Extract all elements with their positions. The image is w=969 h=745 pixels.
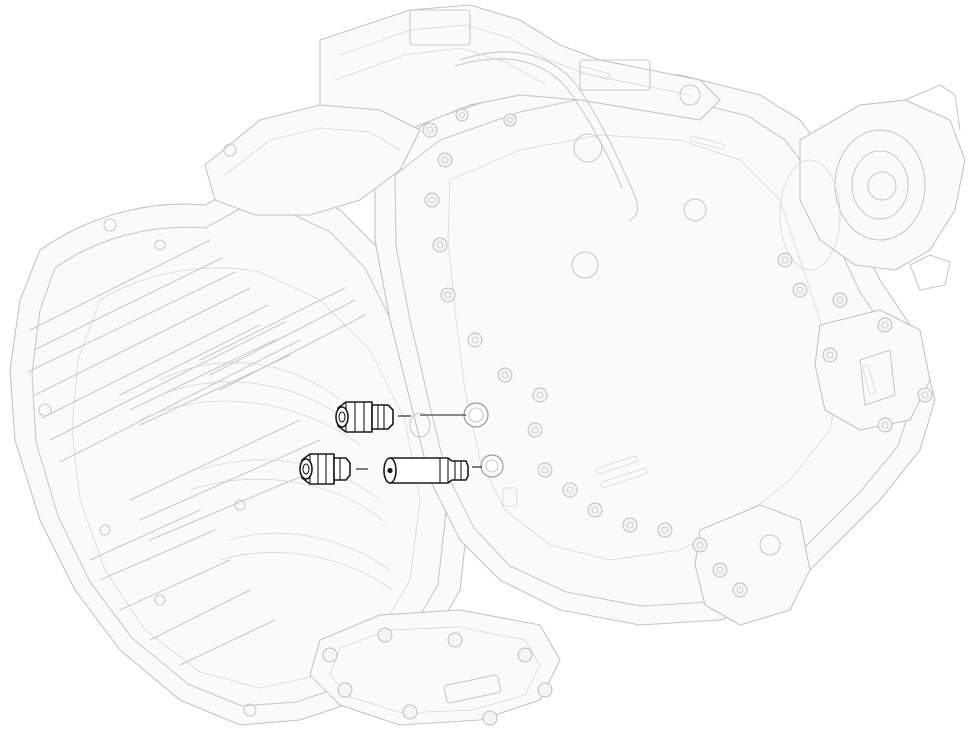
top-module-detail	[339, 24, 691, 96]
flange-bolts	[422, 108, 933, 598]
bell-housing-ribs	[27, 239, 366, 666]
exploded-parts	[299, 401, 482, 485]
oil-pan-bolts	[322, 627, 553, 726]
transmission-housing	[9, 4, 966, 726]
bell-housing-arcs	[139, 362, 393, 591]
upper-left-detail	[224, 127, 401, 176]
mount-port-upper	[463, 402, 489, 428]
case-port-mid	[571, 251, 599, 279]
side-cover-plate	[814, 309, 931, 431]
top-module-block	[409, 9, 471, 46]
output-yoke	[779, 84, 966, 291]
wiring-harness	[459, 51, 639, 221]
case-port-lower	[409, 412, 431, 438]
bell-housing-rim	[31, 205, 448, 707]
mount-port-lower-inner	[485, 459, 499, 473]
side-cover-label-band	[859, 349, 896, 406]
upper-left-housing	[204, 104, 421, 216]
top-module-block-2	[579, 59, 651, 91]
lower-right-bracket	[694, 504, 811, 626]
oil-pan-plate	[443, 674, 502, 704]
bell-housing-holes	[38, 143, 257, 717]
mount-port-upper-inner	[468, 407, 484, 423]
case-port-top-right	[679, 84, 701, 106]
wiring-harness-2	[454, 58, 623, 189]
fitting-upper	[335, 401, 394, 433]
case-port-upper	[573, 133, 603, 163]
case-port-right	[683, 198, 707, 222]
adapter-sleeve	[383, 457, 469, 484]
oil-pan	[309, 609, 561, 726]
mount-port-lower	[480, 454, 504, 478]
top-module-detail-2	[334, 47, 546, 85]
fitting-lower	[299, 453, 351, 485]
bell-housing-inner-lip	[71, 267, 421, 689]
casting-markings	[502, 66, 876, 507]
